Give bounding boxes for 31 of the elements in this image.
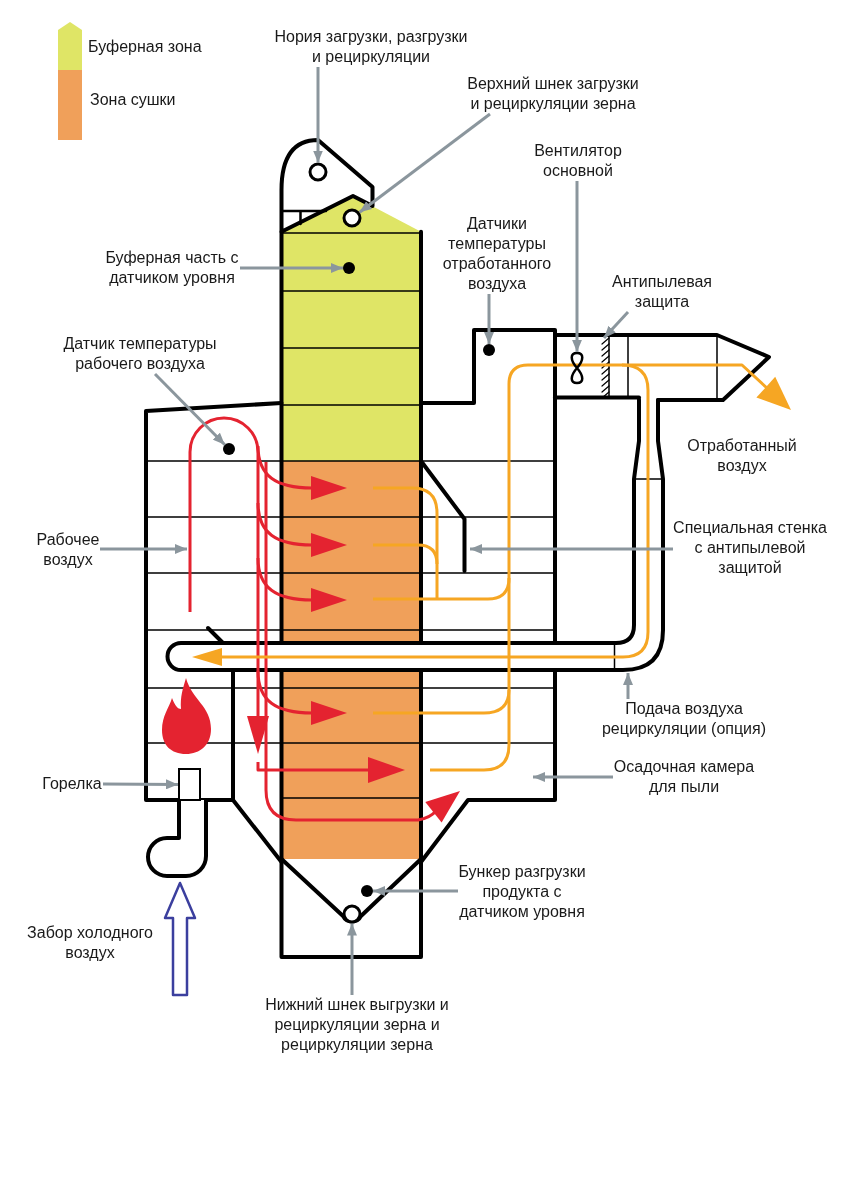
sensor-dot — [343, 262, 355, 274]
callout-label: Горелка — [41, 774, 103, 794]
leader-line — [103, 779, 178, 790]
leader-line — [602, 311, 630, 339]
annotation-label: Забор холодного воздух — [26, 923, 154, 963]
callout-label: Нижний шнек выгрузки и рециркуляции зерна и рециркуляции зерна — [264, 995, 450, 1055]
callout-label: Вентилятор основной — [533, 141, 623, 181]
callout-label: Нория загрузки, разгрузки и рециркуляции — [273, 27, 469, 67]
callout-label: Датчик температуры рабочего воздуха — [62, 334, 218, 374]
sensor-dot — [361, 885, 373, 897]
auger-ring — [342, 904, 362, 924]
leader-line — [373, 886, 458, 896]
callout-label: Бункер разгрузки продукта с датчиком уровня — [457, 862, 587, 922]
leader-line — [313, 67, 323, 163]
sensor-dot — [483, 344, 495, 356]
leader-line — [347, 923, 357, 995]
leader-line — [358, 112, 491, 214]
leader-line — [100, 544, 187, 554]
leader-line — [533, 772, 613, 782]
pulley-ring — [308, 162, 328, 182]
legend-label: Буферная зона — [88, 37, 202, 57]
auger-ring — [342, 208, 362, 228]
legend-label: Зона сушки — [90, 90, 176, 110]
callout-label: Датчики температуры отработанного воздуха — [442, 214, 552, 294]
leader-line — [240, 263, 343, 273]
callout-label: Буферная часть с датчиком уровня — [104, 248, 240, 288]
leader-line — [572, 181, 582, 352]
callout-label: Рабочее воздух — [36, 530, 100, 570]
callout-label: Верхний шнек загрузки и рециркуляции зерна — [466, 74, 640, 114]
callout-label: Антипылевая защита — [611, 272, 713, 312]
leader-line — [484, 294, 494, 344]
